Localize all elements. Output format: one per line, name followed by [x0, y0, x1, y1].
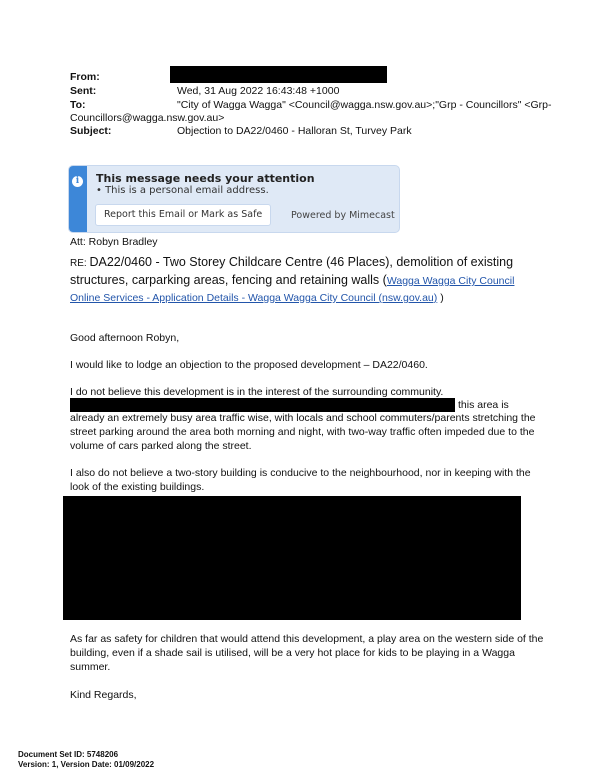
greeting: Good afternoon Robyn, [70, 332, 180, 344]
subject-value: Objection to DA22/0460 - Halloran St, Tu… [177, 125, 412, 137]
attention-banner: i This message needs your attention • Th… [68, 165, 400, 233]
to-value: "City of Wagga Wagga" <Council@wagga.nsw… [177, 99, 552, 111]
info-icon: i [72, 176, 83, 187]
paragraph-4-line-1: I also do not believe a two-story buildi… [70, 467, 531, 479]
banner-subtitle: • This is a personal email address. [96, 185, 269, 196]
document-set-id: Document Set ID: 5748206 [18, 750, 119, 759]
to-label: To: [70, 99, 86, 111]
paragraph-5-line-1: As far as safety for children that would… [70, 633, 544, 645]
banner-title: This message needs your attention [96, 172, 315, 185]
paragraph-1: I would like to lodge an objection to th… [70, 359, 428, 371]
from-label: From: [70, 71, 100, 83]
paragraph-3-redaction [70, 398, 455, 412]
re-prefix: RE: [70, 258, 90, 269]
sent-label: Sent: [70, 85, 97, 97]
att-line: Att: Robyn Bradley [70, 236, 158, 248]
report-email-button[interactable]: Report this Email or Mark as Safe [95, 204, 272, 226]
to-value-cont: Councillors@wagga.nsw.gov.au> [70, 112, 225, 124]
re-paragraph: RE: DA22/0460 - Two Storey Childcare Cen… [70, 254, 540, 306]
paragraph-3-line-3: street parking around the area both morn… [70, 426, 535, 438]
application-details-link[interactable]: Wagga Wagga City Council Online Services… [70, 275, 515, 304]
subject-label: Subject: [70, 125, 112, 137]
powered-by-mimecast: Powered by Mimecast [291, 210, 395, 221]
paragraph-5-line-3: summer. [70, 661, 111, 673]
large-redaction-block [63, 496, 521, 620]
version-info: Version: 1, Version Date: 01/09/2022 [18, 760, 155, 769]
banner-accent-bar: i [69, 166, 87, 232]
sent-value: Wed, 31 Aug 2022 16:43:48 +1000 [177, 85, 340, 97]
paragraph-3-line-2: already an extremely busy area traffic w… [70, 412, 536, 424]
paragraph-3-line-4: volume of cars parked along the street. [70, 440, 252, 452]
re-suffix: ) [437, 292, 444, 304]
paragraph-3-tail: this area is [458, 399, 509, 411]
closing: Kind Regards, [70, 689, 137, 701]
paragraph-2: I do not believe this development is in … [70, 386, 444, 398]
paragraph-5-line-2: building, even if a shade sail is utilis… [70, 647, 515, 659]
re-text: DA22/0460 - Two Storey Childcare Centre … [70, 255, 514, 287]
paragraph-4-line-2: look of the existing buildings. [70, 481, 205, 493]
from-redaction [170, 66, 387, 83]
